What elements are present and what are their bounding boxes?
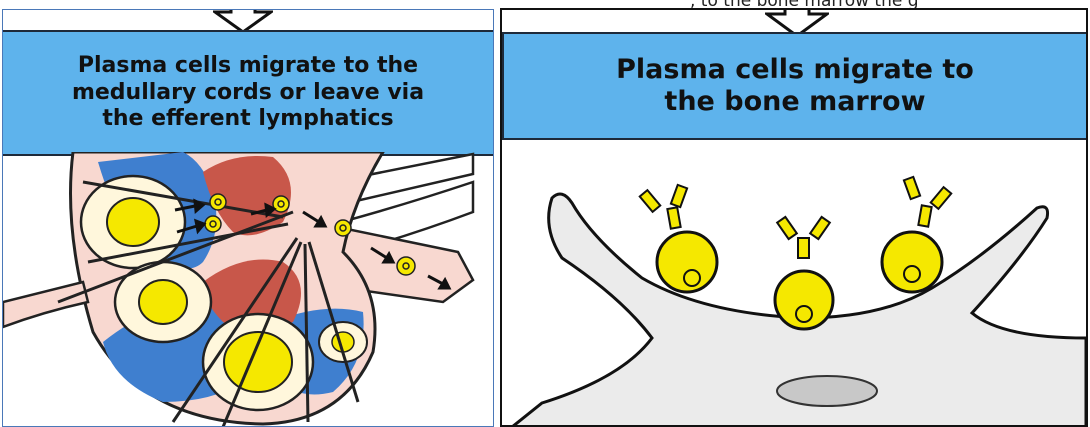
panel-title: Plasma cells migrate to the bone marrow (502, 32, 1086, 140)
antibody-icon (777, 217, 830, 258)
antibody-icon (904, 177, 951, 227)
antibody-icon (640, 185, 687, 229)
lymph-node-illustration (3, 152, 494, 427)
panel-bone-marrow: Plasma cells migrate to the bone marrow (500, 8, 1088, 427)
bone-marrow-illustration (502, 138, 1086, 427)
panel-lymph-node: Plasma cells migrate to the medullary co… (2, 9, 494, 427)
plasma-cell-with-antibody (882, 177, 951, 292)
plasma-cell-with-antibody (775, 217, 833, 329)
stromal-nucleus (777, 376, 877, 406)
plasma-cell-with-antibody (640, 185, 717, 292)
panel-title: Plasma cells migrate to the medullary co… (3, 30, 493, 156)
